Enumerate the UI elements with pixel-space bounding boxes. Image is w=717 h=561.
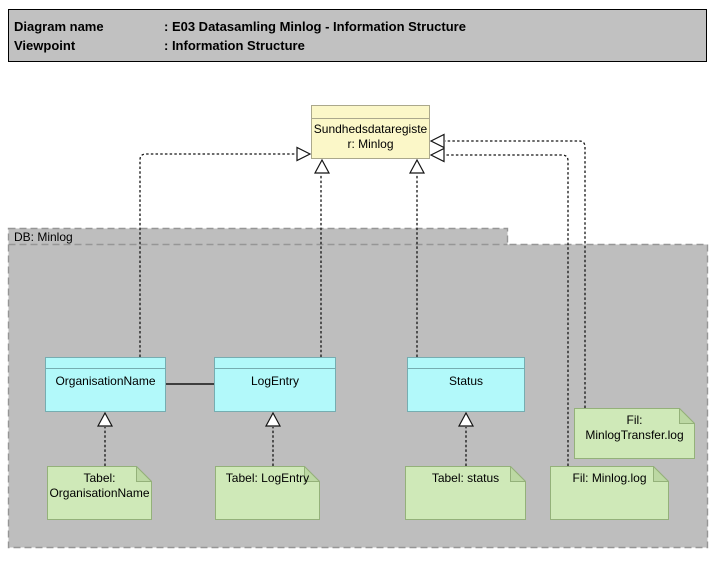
note-fil-minlogtransfer-log[interactable]: Fil: MinlogTransfer.log — [574, 408, 695, 459]
note-line: MinlogTransfer.log — [585, 428, 684, 442]
arrowhead-right-register-upper-icon — [429, 133, 445, 149]
note-text: Fil: Minlog.log — [550, 466, 669, 520]
note-tabel-logentry[interactable]: Tabel: LogEntry — [215, 466, 320, 520]
note-text: Tabel: status — [405, 466, 526, 520]
diagram-name-row: Diagram name : E03 Datasamling Minlog - … — [14, 17, 706, 36]
note-line: OrganisationName — [49, 486, 150, 500]
note-fil-minlog-log[interactable]: Fil: Minlog.log — [550, 466, 669, 520]
entity-organisationname-label: OrganisationName — [55, 374, 156, 388]
entity-status[interactable]: Status — [407, 357, 525, 412]
note-text: Fil: MinlogTransfer.log — [574, 408, 695, 459]
register-label-line1: Sundhedsdataregiste — [313, 122, 428, 136]
register-header-band — [312, 106, 429, 119]
viewpoint-value: : Information Structure — [164, 38, 305, 53]
viewpoint-row: Viewpoint : Information Structure — [14, 36, 706, 55]
diagram-name-value: : E03 Datasamling Minlog - Information S… — [164, 19, 466, 34]
entity-header-band — [46, 358, 165, 369]
viewpoint-label: Viewpoint — [14, 38, 76, 53]
note-line: Fil: Minlog.log — [572, 471, 647, 485]
note-text: Tabel: OrganisationName — [47, 466, 152, 520]
arrowhead-logentry-icon — [264, 411, 282, 427]
entity-logentry-label: LogEntry — [250, 374, 300, 388]
note-shape-icon — [405, 466, 526, 520]
sundhedsdataregister-minlog-node[interactable]: Sundhedsdataregiste r: Minlog — [311, 105, 430, 159]
entity-status-label: Status — [448, 374, 484, 388]
entity-header-band — [408, 358, 524, 369]
arrowhead-right-register-lower-icon — [429, 147, 445, 163]
db-minlog-group-shape[interactable] — [7, 227, 709, 549]
register-label: Sundhedsdataregiste r: Minlog — [312, 119, 429, 152]
register-label-line2: r: Minlog — [347, 137, 394, 151]
entity-header-band — [215, 358, 335, 369]
note-shape-icon — [550, 466, 669, 520]
note-line: Fil: — [626, 413, 643, 427]
note-line: Tabel: — [83, 471, 116, 485]
note-shape-icon — [215, 466, 320, 520]
arrowhead-organisationname-icon — [96, 411, 114, 427]
note-shape-icon — [47, 466, 152, 520]
arrowhead-bottom-register-left-icon — [313, 158, 331, 174]
note-line: Tabel: status — [431, 471, 500, 485]
db-minlog-group-label[interactable]: DB: Minlog — [14, 230, 73, 244]
arrowhead-bottom-register-right-icon — [408, 158, 426, 174]
note-tabel-organisationname[interactable]: Tabel: OrganisationName — [47, 466, 152, 520]
entity-logentry[interactable]: LogEntry — [214, 357, 336, 412]
arrowhead-status-icon — [457, 411, 475, 427]
entity-organisationname[interactable]: OrganisationName — [45, 357, 166, 412]
diagram-title-block: Diagram name : E03 Datasamling Minlog - … — [8, 9, 707, 62]
note-shape-icon — [574, 408, 695, 459]
arrowhead-left-of-register-icon — [296, 146, 312, 162]
note-tabel-status[interactable]: Tabel: status — [405, 466, 526, 520]
note-line: Tabel: LogEntry — [225, 471, 310, 485]
diagram-name-label: Diagram name — [14, 19, 104, 34]
note-text: Tabel: LogEntry — [215, 466, 320, 520]
